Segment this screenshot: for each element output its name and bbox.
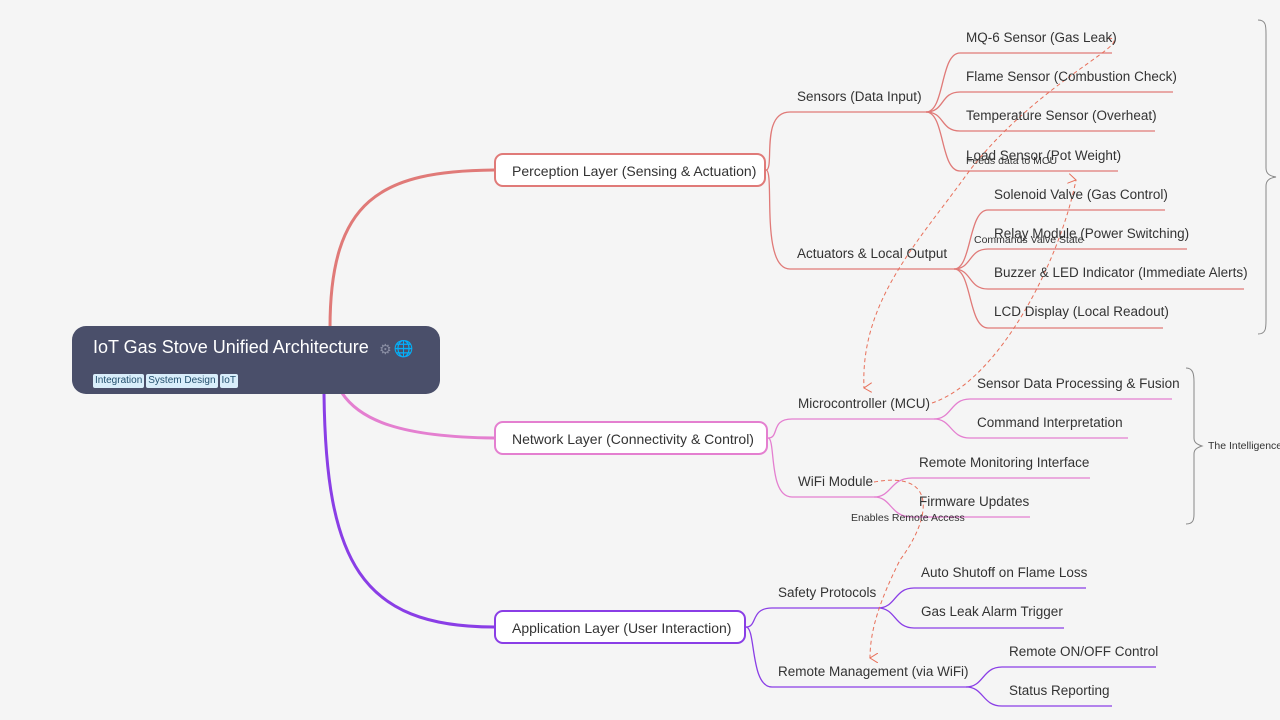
leaf-connector: [965, 666, 1003, 688]
leaf-connector: [953, 248, 989, 270]
root-topic-title: IoT Gas Stove Unified Architecture: [93, 337, 369, 357]
remote-item[interactable]: Remote ON/OFF Control: [1009, 644, 1159, 659]
actuator-item[interactable]: Buzzer & LED Indicator (Immediate Alerts…: [994, 265, 1248, 280]
tag-label[interactable]: System Design: [146, 374, 218, 388]
sensors-topic[interactable]: Sensors (Data Input): [797, 89, 922, 104]
root-connector: [340, 392, 495, 440]
relationship-line: [864, 37, 1115, 388]
tag-label[interactable]: Integration: [93, 374, 145, 388]
sensor-item[interactable]: Temperature Sensor (Overheat): [966, 108, 1157, 123]
remote-item[interactable]: Status Reporting: [1009, 683, 1110, 698]
root-connector: [328, 168, 495, 329]
leaf-connector: [953, 268, 989, 290]
root-connector: [322, 393, 495, 629]
perception-layer-topic[interactable]: Perception Layer (Sensing & Actuation): [494, 153, 766, 187]
mcu-topic[interactable]: Microcontroller (MCU): [798, 396, 931, 411]
leaf-connector: [925, 111, 961, 132]
actuators-topic[interactable]: Actuators & Local Output: [797, 246, 948, 261]
root-topic[interactable]: IoT Gas Stove Unified Architecture ⚙🌐 In…: [72, 326, 440, 394]
leaf-connector: [925, 52, 961, 113]
leaf-connector: [873, 496, 913, 518]
root-icons: ⚙🌐: [379, 339, 415, 359]
relationship-line: [870, 479, 924, 658]
remote-management-topic[interactable]: Remote Management (via WiFi): [778, 664, 969, 679]
globe-icon: 🌐: [393, 341, 414, 358]
actuator-item[interactable]: Relay Module (Power Switching): [994, 226, 1190, 241]
leaf-connector: [877, 607, 915, 629]
branch-connector: [745, 626, 773, 688]
summary-brace: [1257, 19, 1277, 335]
leaf-connector: [965, 686, 1003, 707]
safety-item[interactable]: Auto Shutoff on Flame Loss: [921, 565, 1088, 580]
sensor-item[interactable]: Load Sensor (Pot Weight): [966, 148, 1122, 163]
leaf-connector: [877, 587, 915, 609]
branch-connector: [765, 111, 791, 171]
sensor-item[interactable]: MQ-6 Sensor (Gas Leak): [966, 30, 1117, 45]
relationship-label[interactable]: Commands Valve State: [974, 234, 1084, 246]
safety-item[interactable]: Gas Leak Alarm Trigger: [921, 604, 1063, 619]
relationship-label[interactable]: Feeds data to MCU: [966, 155, 1058, 167]
network-layer-topic[interactable]: Network Layer (Connectivity & Control): [494, 421, 768, 455]
summary-brace: [1185, 367, 1204, 525]
leaf-connector: [953, 268, 989, 329]
branch-connector: [765, 169, 791, 270]
wifi-item[interactable]: Firmware Updates: [919, 494, 1030, 509]
wifi-item[interactable]: Remote Monitoring Interface: [919, 455, 1090, 470]
leaf-connector: [933, 398, 971, 420]
leaf-connector: [933, 418, 971, 439]
branch-connector: [767, 418, 793, 439]
leaf-connector: [953, 209, 989, 270]
relationship-line: [931, 180, 1076, 404]
branch-connector: [745, 607, 773, 628]
relationship-label[interactable]: Enables Remote Access: [851, 512, 965, 524]
application-layer-topic[interactable]: Application Layer (User Interaction): [494, 610, 746, 644]
actuator-item[interactable]: Solenoid Valve (Gas Control): [994, 187, 1168, 202]
summary-label[interactable]: The Intelligence: [1208, 440, 1280, 452]
leaf-connector: [925, 91, 961, 113]
gear-icon: ⚙: [379, 341, 392, 357]
mcu-item[interactable]: Sensor Data Processing & Fusion: [977, 376, 1180, 391]
actuator-item[interactable]: LCD Display (Local Readout): [994, 304, 1169, 319]
sensor-item[interactable]: Flame Sensor (Combustion Check): [966, 69, 1177, 84]
safety-topic[interactable]: Safety Protocols: [778, 585, 877, 600]
leaf-connector: [925, 111, 961, 172]
branch-connector: [767, 437, 793, 498]
tag-label[interactable]: IoT: [219, 374, 238, 388]
mcu-item[interactable]: Command Interpretation: [977, 415, 1123, 430]
leaf-connector: [873, 477, 913, 498]
wifi-topic[interactable]: WiFi Module: [798, 474, 874, 489]
